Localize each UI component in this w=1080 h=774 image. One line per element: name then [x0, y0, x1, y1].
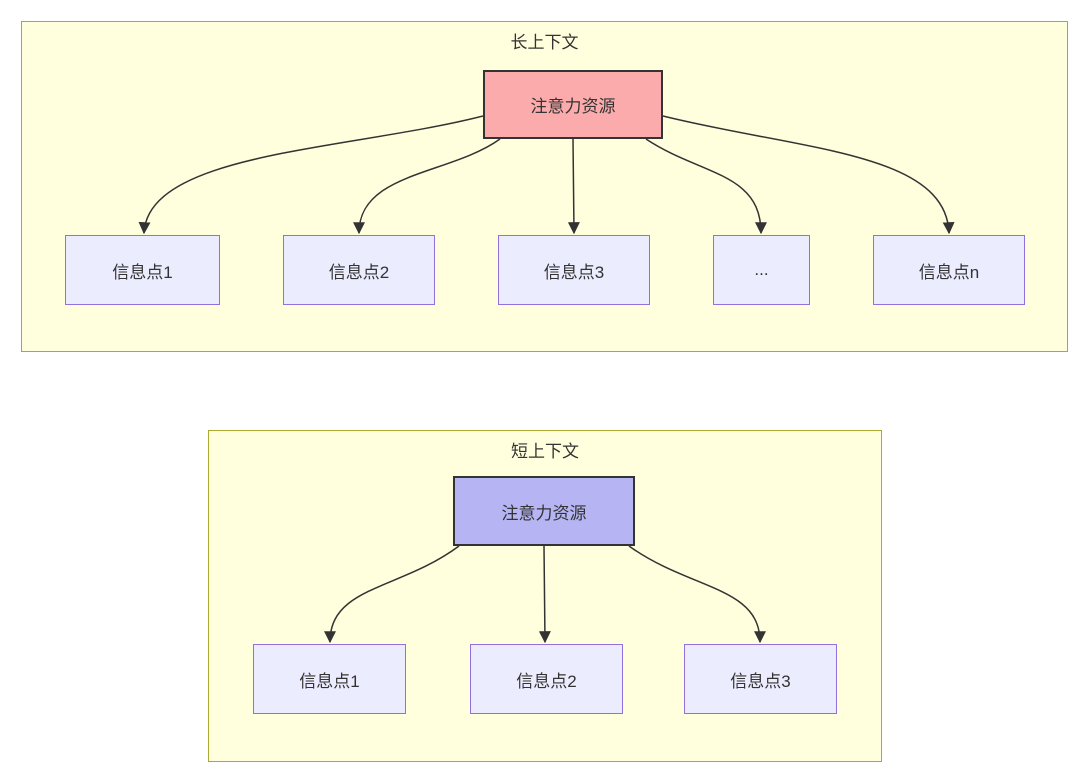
node-info-point-2-long: 信息点2	[283, 235, 435, 305]
node-attention-resource-short: 注意力资源	[453, 476, 635, 546]
node-info-point-ellipsis: ...	[713, 235, 810, 305]
node-info-point-n: 信息点n	[873, 235, 1025, 305]
node-info-point-3-long: 信息点3	[498, 235, 650, 305]
node-info-point-1-long: 信息点1	[65, 235, 220, 305]
cluster-long-context-title: 长上下文	[510, 33, 579, 52]
node-info-point-3-short: 信息点3	[684, 644, 837, 714]
node-attention-resource-long: 注意力资源	[483, 70, 663, 139]
node-info-point-2-short: 信息点2	[470, 644, 623, 714]
cluster-short-context-title: 短上下文	[511, 442, 579, 461]
node-info-point-1-short: 信息点1	[253, 644, 406, 714]
